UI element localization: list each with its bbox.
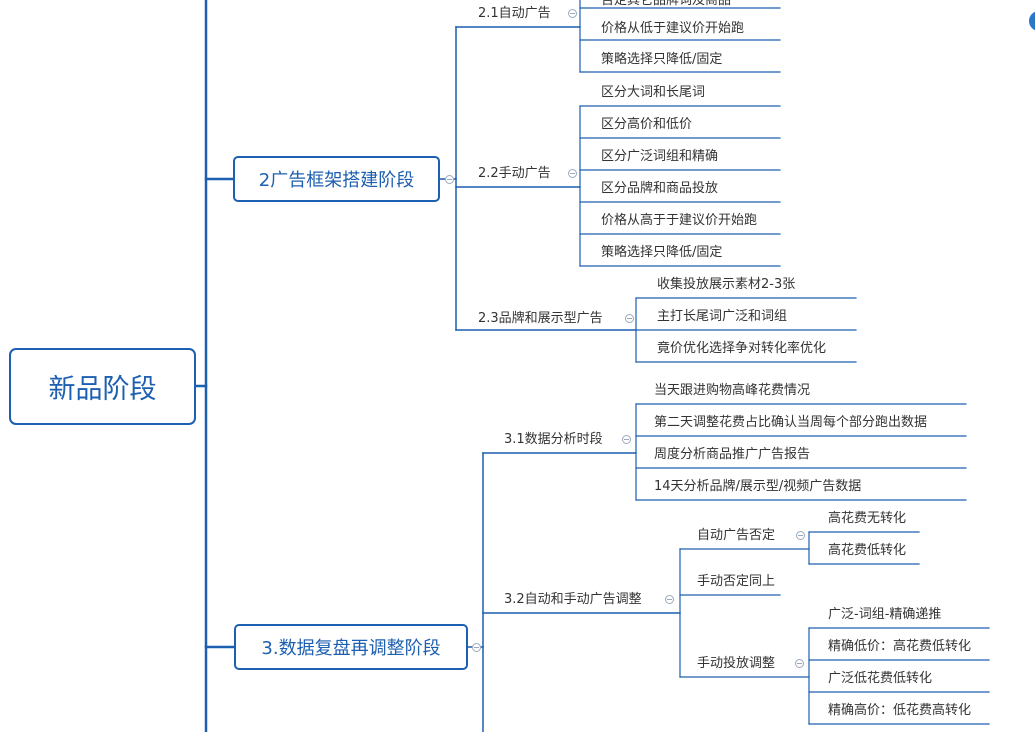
- stage3-collapse-icon[interactable]: [472, 643, 481, 652]
- manual-bid-item[interactable]: 精确低价：高花费低转化: [828, 639, 972, 654]
- manual-bid-item[interactable]: 广泛低花费低转化: [828, 671, 933, 686]
- manual-ads-item[interactable]: 价格从高于于建议价开始跑: [601, 213, 758, 228]
- data-analysis-item[interactable]: 周度分析商品推广广告报告: [654, 447, 811, 462]
- manual-ads-item[interactable]: 策略选择只降低/固定: [601, 245, 723, 260]
- auto-ads-item[interactable]: 策略选择只降低/固定: [601, 52, 723, 67]
- brand-display-ads-item[interactable]: 主打长尾词广泛和词组: [657, 309, 788, 324]
- brand-display-ads-collapse-icon[interactable]: [625, 314, 634, 323]
- stage2-node[interactable]: 2广告框架搭建阶段: [233, 156, 440, 202]
- stage3-node[interactable]: 3.数据复盘再调整阶段: [234, 624, 468, 670]
- manual-ads-item[interactable]: 区分高价和低价: [601, 117, 693, 132]
- auto-ads-item[interactable]: 价格从低于建议价开始跑: [601, 21, 745, 36]
- data-analysis-item[interactable]: 14天分析品牌/展示型/视频广告数据: [654, 479, 862, 494]
- manual-bid-collapse-icon[interactable]: [795, 659, 804, 668]
- corner-circle-icon: [1029, 11, 1035, 31]
- brand-display-ads-item[interactable]: 竟价优化选择争对转化率优化: [657, 341, 827, 356]
- auto-negate-label[interactable]: 自动广告否定: [697, 528, 776, 543]
- manual-ads-item[interactable]: 区分大词和长尾词: [601, 85, 706, 100]
- manual-bid-item[interactable]: 广泛-词组-精确递推: [828, 607, 942, 622]
- brand-display-ads-label[interactable]: 2.3品牌和展示型广告: [478, 311, 603, 326]
- auto-negate-collapse-icon[interactable]: [796, 531, 805, 540]
- stage3-node-label: 3.数据复盘再调整阶段: [261, 638, 441, 659]
- data-analysis-label[interactable]: 3.1数据分析时段: [504, 432, 603, 447]
- manual-ads-item[interactable]: 区分广泛词组和精确: [601, 149, 719, 164]
- manual-bid-label[interactable]: 手动投放调整: [697, 656, 776, 671]
- manual-ads-collapse-icon[interactable]: [568, 169, 577, 178]
- auto-ads-item[interactable]: 否定其它品牌词及商品: [601, 0, 732, 8]
- brand-display-ads-item[interactable]: 收集投放展示素材2-3张: [657, 277, 796, 292]
- stage2-node-label: 2广告框架搭建阶段: [258, 170, 415, 191]
- data-analysis-collapse-icon[interactable]: [622, 435, 631, 444]
- ads-adjust-label[interactable]: 3.2自动和手动广告调整: [504, 592, 642, 607]
- data-analysis-item[interactable]: 第二天调整花费占比确认当周每个部分跑出数据: [654, 415, 928, 430]
- auto-negate-item[interactable]: 高花费无转化: [828, 511, 907, 526]
- auto-negate-item[interactable]: 高花费低转化: [828, 543, 907, 558]
- manual-ads-label[interactable]: 2.2手动广告: [478, 166, 551, 181]
- ads-adjust-collapse-icon[interactable]: [665, 595, 674, 604]
- manual-ads-item[interactable]: 区分品牌和商品投放: [601, 181, 719, 196]
- manual-negate-label[interactable]: 手动否定同上: [697, 574, 776, 589]
- stage2-collapse-icon[interactable]: [445, 175, 454, 184]
- auto-ads-label[interactable]: 2.1自动广告: [478, 6, 551, 21]
- data-analysis-item[interactable]: 当天跟进购物高峰花费情况: [654, 383, 811, 398]
- manual-bid-item[interactable]: 精确高价：低花费高转化: [828, 703, 972, 718]
- root-node-label: 新品阶段: [48, 374, 157, 405]
- root-node[interactable]: 新品阶段: [9, 348, 196, 425]
- auto-ads-collapse-icon[interactable]: [568, 9, 577, 18]
